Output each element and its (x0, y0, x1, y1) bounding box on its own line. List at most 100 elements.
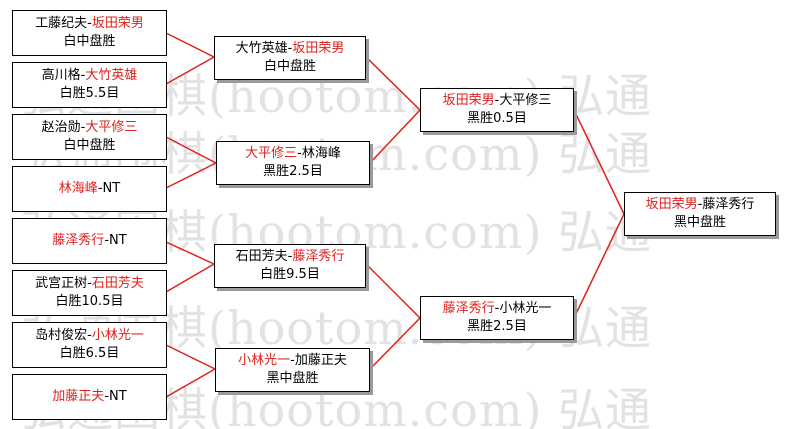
match-result: 白胜6.5目 (59, 346, 120, 361)
connector-line (369, 109, 421, 164)
match-result: 黑胜2.5目 (263, 164, 323, 179)
separator: - (87, 16, 92, 31)
connector-line (365, 263, 421, 319)
match-result: 白胜9.5目 (260, 267, 320, 282)
player-name: 赵治勋 (41, 120, 81, 135)
match-box-semifinal-1: 坂田荣男-大平修三 黑胜0.5目 (420, 88, 574, 132)
separator: - (494, 301, 500, 316)
winner-name: 石田芳夫 (91, 276, 144, 291)
match-box-r1-7: 岛村俊宏-小林光一 白胜6.5目 (12, 322, 167, 368)
connector-line (573, 109, 625, 215)
players-line: 坂田荣男-藤泽秀行 (646, 196, 755, 214)
connector-line (165, 368, 216, 398)
players-line: 藤泽秀行-NT (52, 232, 126, 250)
separator: - (494, 93, 500, 108)
players-line: 藤泽秀行-小林光一 (443, 300, 552, 318)
player-name: 岛村俊宏 (35, 328, 88, 343)
match-result: 黑胜0.5目 (467, 111, 527, 126)
winner-name: 加藤正夫 (52, 389, 105, 404)
match-box-r1-2: 高川格-大竹英雄 白胜5.5目 (12, 62, 167, 108)
match-box-r1-6: 武宫正树-石田芳夫 白胜10.5目 (12, 270, 167, 316)
players-line: 赵治勋-大平修三 (42, 119, 138, 137)
match-box-r1-8: 加藤正夫-NT (12, 374, 167, 420)
player-name: NT (109, 233, 127, 248)
player-name: NT (109, 389, 127, 404)
players-line: 加藤正夫-NT (52, 388, 126, 406)
winner-name: 藤泽秀行 (442, 301, 495, 316)
winner-name: 林海峰 (58, 181, 98, 196)
players-line: 大平修三-林海峰 (245, 145, 341, 163)
match-box-r2-2: 大平修三-林海峰 黑胜2.5目 (216, 141, 370, 185)
separator: - (287, 41, 293, 56)
winner-name: 大平修三 (245, 146, 298, 161)
connector-line (165, 241, 215, 265)
match-result: 白胜10.5目 (55, 294, 124, 309)
player-name: 林海峰 (301, 146, 341, 161)
winner-name: 藤泽秀行 (292, 249, 345, 264)
match-result: 白中盘胜 (263, 59, 316, 74)
separator: - (97, 181, 103, 196)
separator: - (290, 353, 295, 368)
connector-line (165, 136, 217, 164)
connector-line (165, 32, 215, 58)
match-box-r1-3: 赵治勋-大平修三 白中盘胜 (12, 114, 167, 160)
match-result: 白中盘胜 (63, 138, 116, 153)
winner-name: 小林光一 (91, 328, 144, 343)
match-result: 黑中盘胜 (266, 371, 319, 386)
players-line: 林海峰-NT (59, 180, 120, 198)
match-result: 黑中盘胜 (673, 215, 726, 230)
match-box-semifinal-2: 藤泽秀行-小林光一 黑胜2.5目 (420, 296, 574, 340)
connector-line (165, 56, 215, 85)
connector-line (165, 162, 217, 189)
connector-line (573, 213, 625, 319)
separator: - (287, 249, 293, 264)
match-box-r2-4: 小林光一-加藤正夫 黑中盘胜 (215, 348, 370, 392)
players-line: 坂田荣男-大平修三 (443, 92, 552, 110)
separator: - (104, 389, 110, 404)
winner-name: 坂田荣男 (645, 197, 698, 212)
players-line: 武宫正树-石田芳夫 (35, 275, 144, 293)
match-box-final: 坂田荣男-藤泽秀行 黑中盘胜 (624, 192, 776, 236)
connector-line (369, 317, 421, 370)
separator: - (697, 197, 703, 212)
match-box-r2-1: 大竹英雄-坂田荣男 白中盘胜 (214, 36, 366, 80)
separator: - (80, 120, 86, 135)
players-line: 岛村俊宏-小林光一 (35, 327, 144, 345)
player-name: 小林光一 (499, 301, 552, 316)
match-box-r1-4: 林海峰-NT (12, 166, 167, 212)
player-name: 大竹英雄 (235, 41, 288, 56)
player-name: 加藤正夫 (294, 353, 347, 368)
separator: - (87, 276, 92, 291)
winner-name: 大竹英雄 (85, 68, 138, 83)
player-name: 高川格 (41, 68, 81, 83)
player-name: NT (102, 181, 121, 196)
connector-line (165, 344, 216, 370)
players-line: 工藤纪夫-坂田荣男 (35, 15, 144, 33)
separator: - (80, 68, 86, 83)
player-name: 武宫正树 (35, 276, 88, 291)
winner-name: 藤泽秀行 (52, 233, 105, 248)
separator: - (104, 233, 110, 248)
match-result: 白胜5.5目 (59, 86, 120, 101)
players-line: 小林光一-加藤正夫 (238, 352, 347, 370)
winner-name: 坂田荣男 (442, 93, 495, 108)
match-result: 黑胜2.5目 (467, 319, 527, 334)
winner-name: 小林光一 (238, 353, 291, 368)
separator: - (87, 328, 92, 343)
player-name: 工藤纪夫 (35, 16, 88, 31)
match-box-r1-5: 藤泽秀行-NT (12, 218, 167, 264)
match-box-r2-3: 石田芳夫-藤泽秀行 白胜9.5目 (214, 244, 366, 288)
connector-line (165, 263, 215, 293)
player-name: 藤泽秀行 (702, 197, 755, 212)
players-line: 高川格-大竹英雄 (42, 67, 138, 85)
player-name: 大平修三 (499, 93, 552, 108)
players-line: 大竹英雄-坂田荣男 (236, 40, 345, 58)
player-name: 石田芳夫 (235, 249, 288, 264)
separator: - (297, 146, 302, 161)
connector-line (365, 56, 421, 111)
winner-name: 大平修三 (85, 120, 138, 135)
players-line: 石田芳夫-藤泽秀行 (236, 248, 345, 266)
match-result: 白中盘胜 (63, 34, 116, 49)
